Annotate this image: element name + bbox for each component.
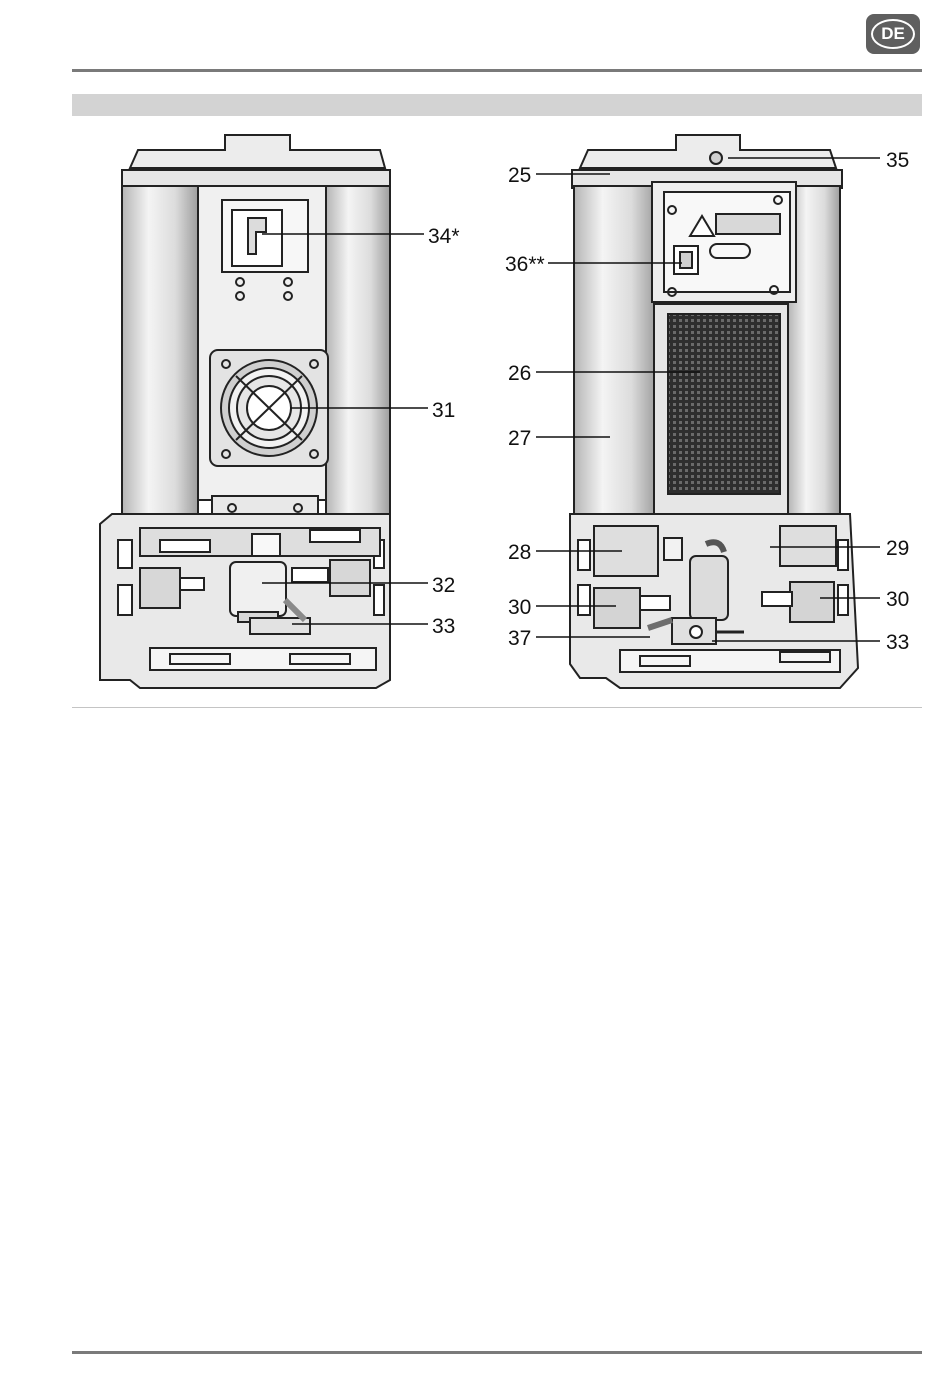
callout-35: 35 — [886, 149, 909, 172]
callout-33-rear: 33 — [886, 631, 909, 654]
callout-34: 34* — [428, 225, 460, 248]
callout-29: 29 — [886, 537, 909, 560]
figure-divider — [72, 707, 922, 708]
callout-25: 25 — [508, 164, 531, 187]
front-view — [100, 135, 390, 688]
callout-37: 37 — [508, 627, 531, 650]
callout-36: 36** — [505, 253, 545, 276]
callout-33-front: 33 — [432, 615, 455, 638]
callout-30-right: 30 — [886, 588, 909, 611]
callout-32: 32 — [432, 574, 455, 597]
rear-view — [570, 135, 858, 688]
callout-31: 31 — [432, 399, 455, 422]
callout-27: 27 — [508, 427, 531, 450]
callout-28: 28 — [508, 541, 531, 564]
callout-30-left: 30 — [508, 596, 531, 619]
callout-26: 26 — [508, 362, 531, 385]
footer-rule — [72, 1351, 922, 1354]
